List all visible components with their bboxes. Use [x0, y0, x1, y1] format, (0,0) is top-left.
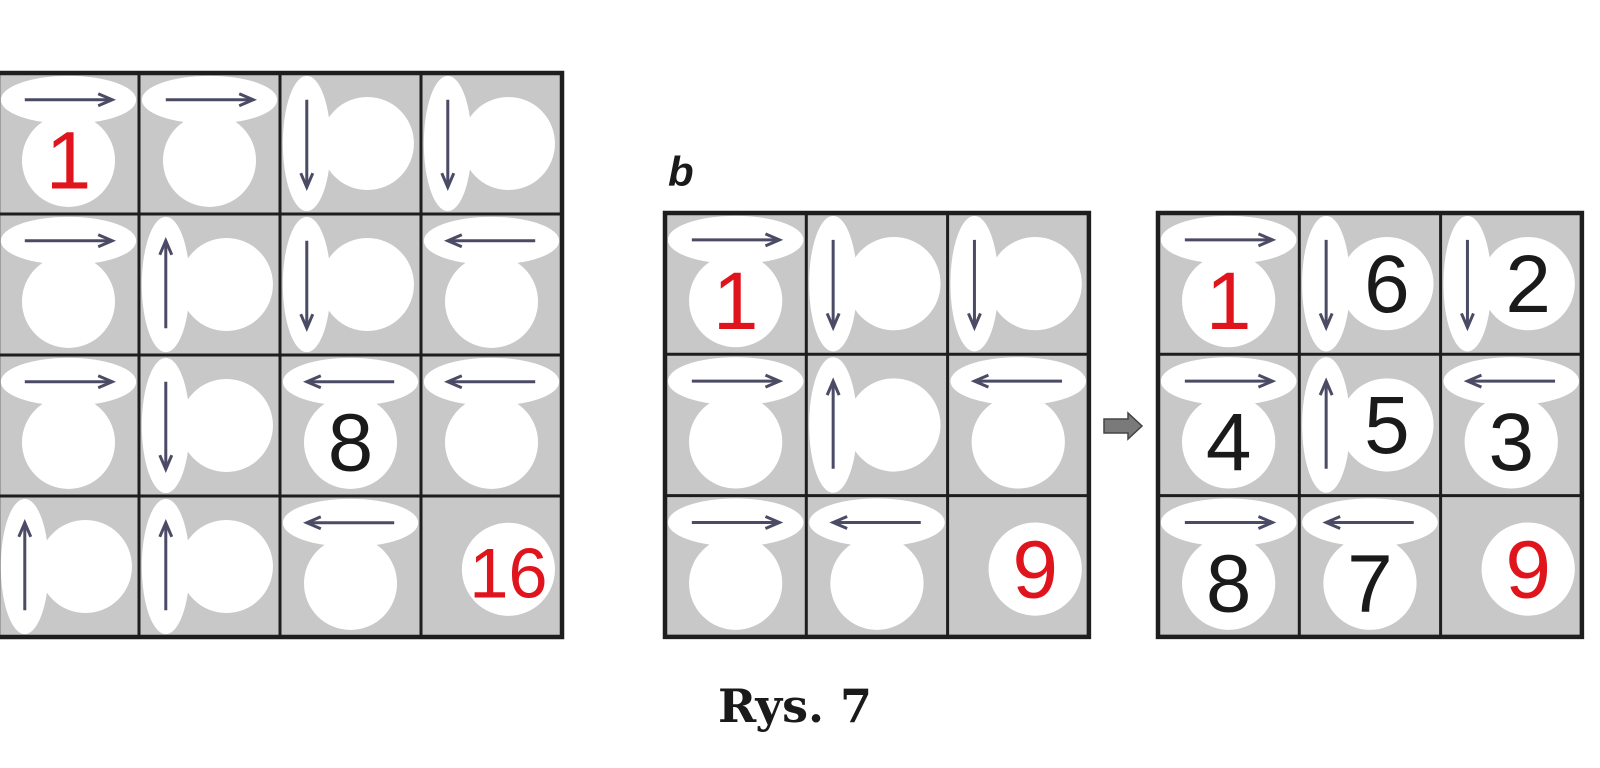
arrow-down-icon — [440, 99, 456, 192]
grid-cell: 7 — [1299, 495, 1441, 637]
arrow-right-icon — [691, 373, 784, 389]
transition-arrow-icon — [1103, 411, 1144, 441]
arrow-right-icon — [691, 232, 784, 248]
cell-number: 1 — [1206, 256, 1252, 347]
grid-cell: 2 — [1440, 213, 1582, 355]
arrow-left-icon — [302, 374, 395, 390]
grid-cell — [139, 214, 280, 355]
grid-cell — [665, 354, 807, 496]
arrow-up-icon — [17, 518, 33, 611]
grid-cell — [0, 214, 139, 355]
cell-number: 9 — [1012, 524, 1058, 615]
cell-number: 8 — [328, 398, 373, 489]
arrow-right-icon — [691, 515, 784, 530]
grid-cell: 1 — [665, 213, 807, 355]
cell-number: 4 — [1206, 397, 1252, 488]
grid-border — [0, 70, 565, 640]
grid-cell: 4 — [1158, 354, 1300, 496]
arrow-down-icon — [1318, 239, 1334, 332]
cell-number: 8 — [1206, 538, 1252, 629]
arrow-right-icon — [24, 92, 117, 108]
grid-cell — [806, 354, 948, 496]
cell-number: 6 — [1364, 239, 1410, 330]
grid-cell: 9 — [1440, 495, 1582, 637]
grid-cell — [947, 213, 1089, 355]
cell-number: 9 — [1505, 524, 1551, 615]
grid-cell — [947, 354, 1089, 496]
arrow-up-icon — [158, 236, 174, 329]
arrow-left-icon — [302, 515, 395, 531]
grid-cell: 1 — [0, 73, 139, 214]
arrow-right-icon — [165, 92, 258, 108]
grid-cell — [421, 355, 562, 496]
grid-cell — [0, 496, 139, 637]
arrow-left-icon — [1463, 373, 1556, 389]
cell-number: 5 — [1364, 380, 1410, 471]
grid-cell: 1 — [1158, 213, 1300, 355]
figure-caption: Rys. 7 — [718, 679, 872, 733]
grid-cell: 5 — [1299, 354, 1441, 496]
grid-cell — [421, 73, 562, 214]
grid-cell — [280, 496, 421, 637]
grid-cell: 8 — [1158, 495, 1300, 637]
arrow-down-icon — [825, 239, 841, 332]
cell-number: 16 — [469, 534, 547, 613]
grid-cell — [806, 213, 948, 355]
arrow-left-icon — [1322, 515, 1414, 530]
grid-cell: 6 — [1299, 213, 1441, 355]
grid-cell: 16 — [421, 496, 562, 637]
grid-b: 19 — [662, 210, 1092, 640]
arrow-down-icon — [1460, 239, 1475, 332]
arrow-down-icon — [299, 99, 315, 192]
cell-number: 1 — [46, 116, 91, 207]
arrow-down-icon — [158, 381, 174, 474]
grid-lines — [1158, 213, 1582, 637]
arrow-left-icon — [970, 373, 1063, 389]
grid-border — [1155, 210, 1585, 640]
arrow-right-icon — [1184, 373, 1277, 389]
grid-cell: 9 — [947, 495, 1089, 637]
cell-number: 2 — [1505, 239, 1551, 330]
grid-cell — [139, 355, 280, 496]
arrow-right-icon — [24, 233, 117, 249]
arrow-left-icon — [829, 515, 921, 530]
grid-cell: 3 — [1440, 354, 1582, 496]
grid-cell: 8 — [280, 355, 421, 496]
arrow-up-icon — [1318, 377, 1334, 469]
grid-lines — [665, 213, 1089, 637]
grid-cell — [139, 73, 280, 214]
cell-number: 7 — [1347, 538, 1393, 629]
arrow-up-icon — [158, 518, 174, 611]
grid-cell — [806, 495, 948, 637]
grid-lines — [0, 73, 562, 637]
arrow-left-icon — [443, 374, 536, 390]
grid-border — [662, 210, 1092, 640]
arrow-left-icon — [443, 233, 536, 249]
arrow-right-icon — [1184, 232, 1277, 248]
cell-number: 3 — [1488, 397, 1534, 488]
grid-cell — [421, 214, 562, 355]
grid-cell — [0, 355, 139, 496]
subfigure-label-b: b — [668, 148, 694, 195]
grid-cell — [665, 495, 807, 637]
grid-cell — [280, 73, 421, 214]
arrow-right-icon — [1184, 515, 1277, 530]
cell-number: 1 — [713, 256, 759, 347]
arrow-up-icon — [825, 377, 841, 469]
arrow-right-icon — [24, 374, 117, 390]
arrow-down-icon — [299, 240, 315, 333]
grid-cell — [280, 214, 421, 355]
arrow-down-icon — [967, 239, 982, 332]
grid-cell — [139, 496, 280, 637]
